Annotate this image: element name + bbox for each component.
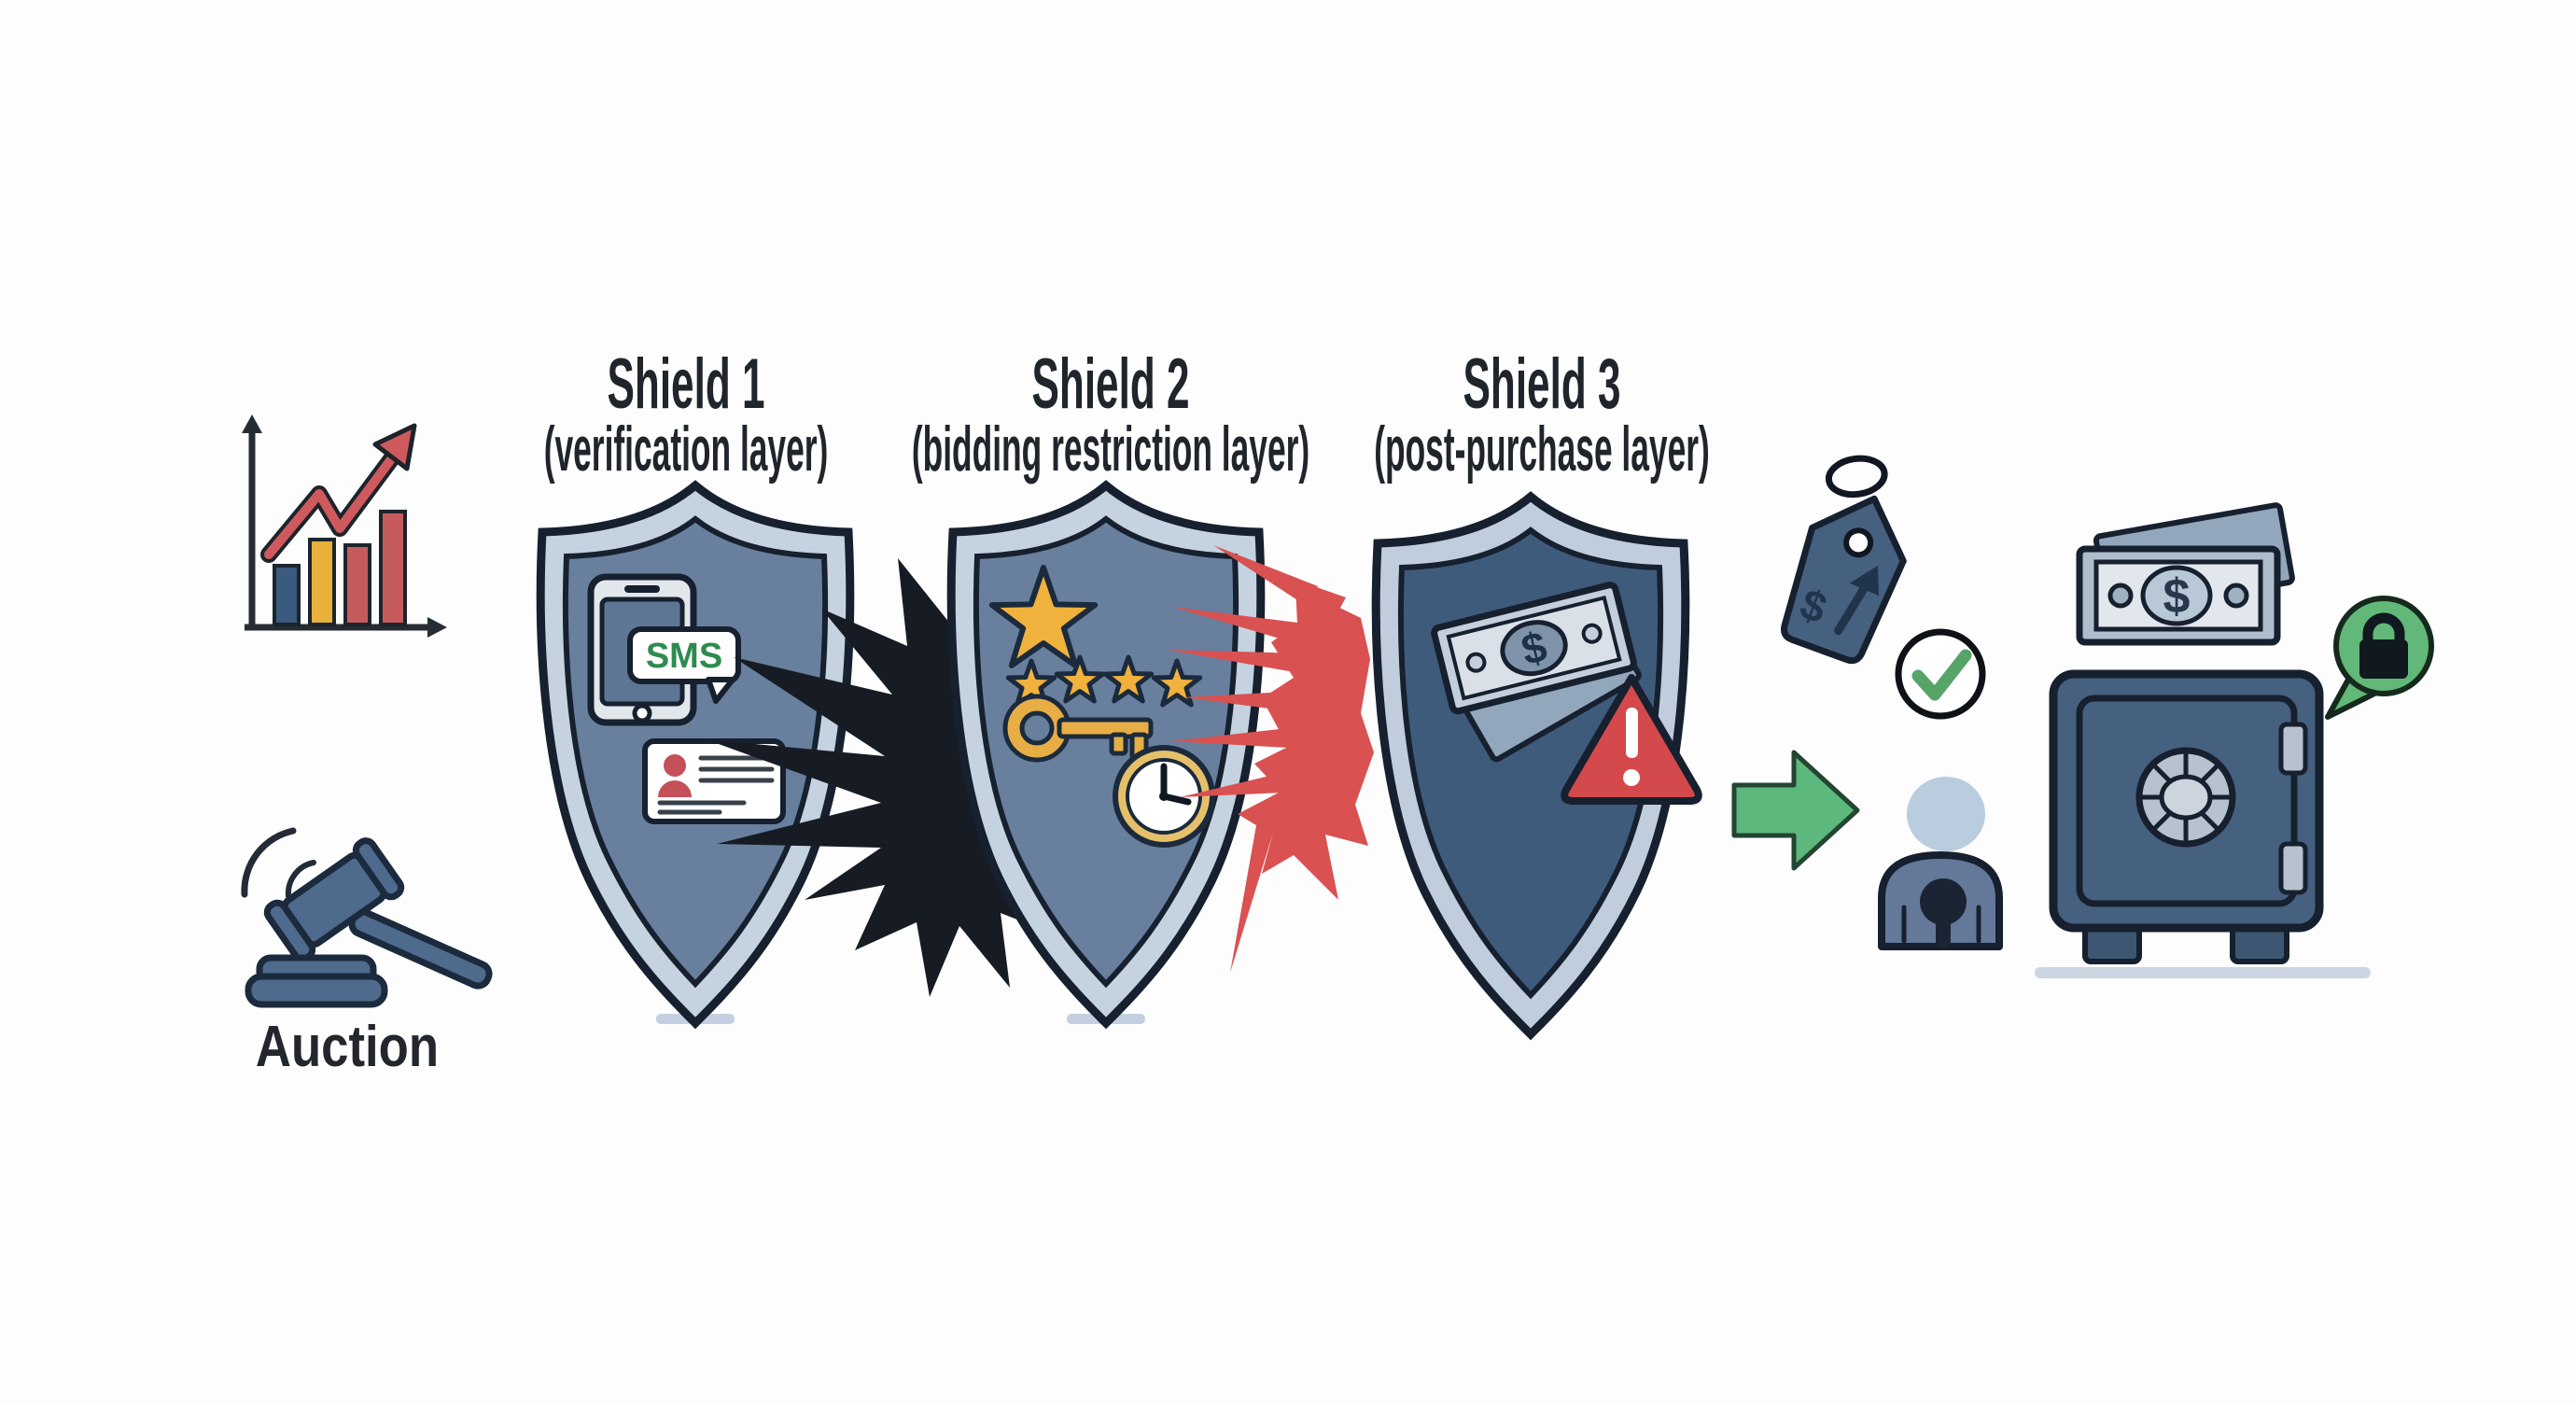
shield2-title: Shield 2 — [1031, 344, 1190, 424]
cash-dot-left — [2107, 583, 2134, 609]
bill-dot-left — [1465, 652, 1487, 673]
shield1-title: Shield 1 — [607, 344, 765, 424]
green-arrow-icon — [1731, 750, 1860, 871]
buyer-lock-head — [1920, 878, 1967, 925]
red-impact-burst — [1167, 545, 1374, 973]
chart-bar-red — [343, 543, 371, 626]
warning-exclamation-bar — [1626, 708, 1638, 758]
id-card-icon — [642, 738, 786, 824]
shield2-subtitle: (bidding restriction layer) — [911, 414, 1310, 484]
safe-dial — [2135, 747, 2236, 848]
check-mark — [1911, 649, 1972, 701]
shield2-icon — [951, 485, 1260, 1023]
shield1-icon: SMS — [540, 485, 849, 1023]
safe-hinge-top — [2278, 722, 2308, 776]
gavel-base-bottom — [245, 973, 388, 1008]
bill-oval — [1500, 620, 1568, 677]
bar-chart-icon — [242, 414, 447, 638]
trend-line — [264, 451, 399, 559]
shield3-subtitle: (post-purchase layer) — [1374, 414, 1710, 484]
safe-dial-center — [2159, 774, 2213, 821]
safe-icon — [2035, 669, 2371, 978]
clock-icon — [1113, 745, 1215, 848]
clock-center — [1159, 792, 1169, 801]
sms-bubble-tail — [706, 677, 735, 704]
chart-bar-red-tall — [379, 510, 407, 626]
sound-arc-inner — [285, 860, 316, 899]
gavel-icon — [241, 827, 493, 1008]
safe-door — [2076, 695, 2298, 907]
shield3-icon: $ — [1376, 497, 1702, 1034]
sms-label: SMS — [646, 637, 722, 676]
tag-hole — [1843, 527, 1874, 558]
check-circle-icon — [1895, 628, 1986, 720]
phone-speaker — [624, 585, 660, 593]
sms-bubble-icon: SMS — [627, 626, 741, 704]
cash-dollar: $ — [2163, 569, 2191, 624]
cash-dot-right — [2223, 583, 2249, 609]
tag-body — [1780, 495, 1907, 665]
chart-y-arrowhead — [242, 414, 262, 433]
tag-arrow-head — [1849, 565, 1879, 597]
tag-ring — [1825, 455, 1888, 498]
lock-shackle — [2362, 612, 2405, 642]
red-streak-6 — [1213, 545, 1318, 605]
chart-bar-yellow — [308, 538, 336, 626]
key-shaft — [1057, 717, 1154, 739]
id-photo-head — [664, 754, 686, 777]
buyer-lock-stem — [1936, 919, 1951, 948]
auction-label: Auction — [255, 1015, 440, 1079]
shield1-subtitle: (verification layer) — [543, 414, 829, 484]
lock-speech-bubble-icon — [2325, 596, 2434, 720]
big-star-icon — [988, 565, 1099, 668]
warning-triangle-icon — [1561, 674, 1702, 805]
sound-arc-outer — [241, 827, 297, 898]
warning-exclamation-dot — [1623, 769, 1640, 786]
price-tag-icon: $ — [1780, 455, 1907, 665]
id-photo-body — [658, 780, 692, 797]
red-streak-4 — [1170, 726, 1305, 749]
safe-shadow — [2035, 967, 2371, 978]
key-tooth-1 — [1109, 732, 1128, 756]
buyer-icon — [1878, 777, 2003, 950]
chart-x-arrowhead — [427, 617, 447, 638]
cash-icon: $ — [2076, 502, 2295, 646]
trend-arrowhead — [372, 423, 417, 471]
red-streak-1 — [1172, 607, 1305, 646]
bill-dot-right — [1581, 623, 1603, 644]
cash-oval — [2140, 565, 2213, 626]
shield3-title: Shield 3 — [1463, 344, 1621, 424]
safe-hinge-bottom — [2278, 841, 2308, 895]
phone-home-button — [632, 703, 652, 723]
red-streak-2 — [1167, 650, 1305, 674]
red-impact-blob — [1230, 586, 1374, 973]
buyer-head — [1907, 777, 1985, 851]
tag-arrow-shaft — [1834, 577, 1872, 636]
lock-body — [2359, 639, 2408, 679]
money-bills-icon: $ — [1431, 582, 1642, 763]
chart-bar-blue — [273, 564, 301, 626]
